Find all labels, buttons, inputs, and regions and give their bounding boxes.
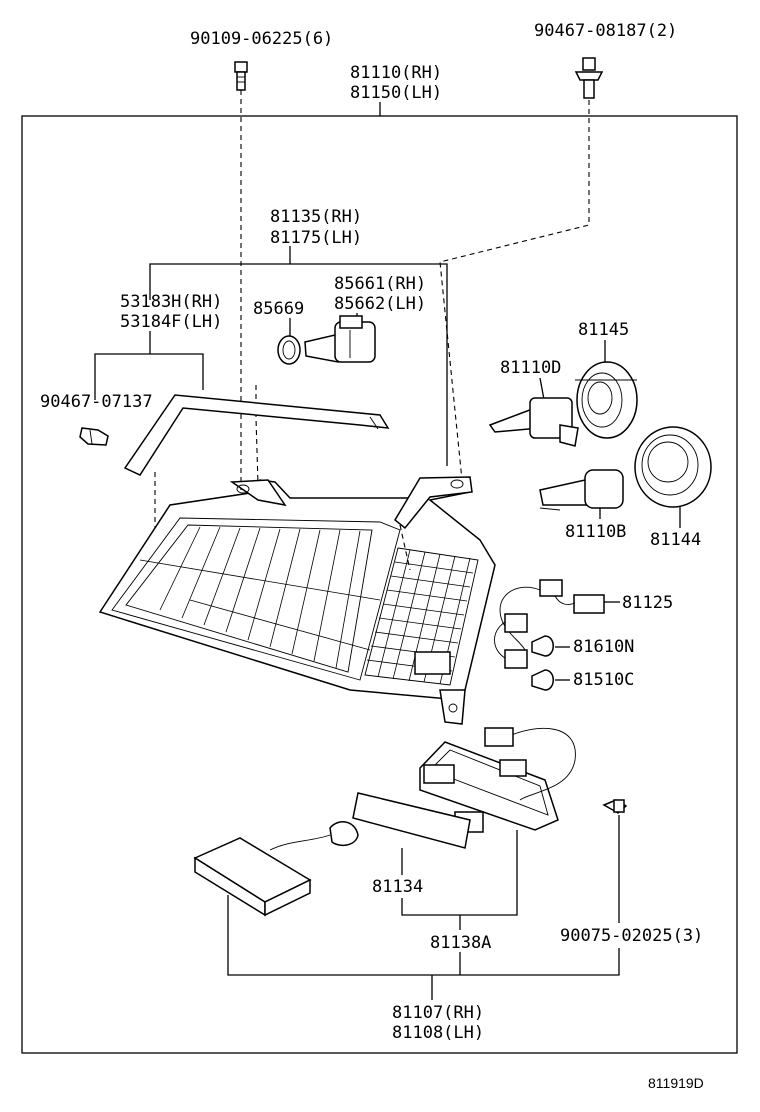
headlamp-housing xyxy=(98,476,496,725)
bracket-rail xyxy=(123,394,390,476)
label-clip: 90467-07137 xyxy=(40,392,153,412)
label-socket-rh: 85661(RH) xyxy=(334,274,426,294)
label-clearance-lamp: 81138A xyxy=(430,933,491,953)
screw-icon xyxy=(234,61,248,91)
label-lens: 81134 xyxy=(372,877,423,897)
label-unit-rh: 81110(RH) xyxy=(350,63,442,83)
label-bulb-lo: 81110B xyxy=(565,522,626,542)
label-bracket-lh: 53184F(LH) xyxy=(120,312,222,332)
wiring-harness xyxy=(494,579,605,669)
label-screw-small: 90075-02025(3) xyxy=(560,926,703,946)
corner-lens xyxy=(364,547,479,686)
label-computer-rh: 81107(RH) xyxy=(392,1003,484,1023)
label-bracket-rh: 53183H(RH) xyxy=(120,292,222,312)
label-bulb-hi: 81110D xyxy=(500,358,561,378)
small-screw-icon xyxy=(602,799,628,814)
label-wiring: 81125 xyxy=(622,593,673,613)
lens-hatching xyxy=(139,526,381,669)
label-gasket: 85669 xyxy=(253,299,304,319)
label-grommet-top: 90467-08187(2) xyxy=(534,21,677,41)
clip-icon xyxy=(79,427,109,446)
label-unit-lh: 81150(LH) xyxy=(350,83,442,103)
label-housing-rh: 81135(RH) xyxy=(270,207,362,227)
bulb-icon xyxy=(488,397,579,447)
label-bulb-marker: 81510C xyxy=(573,670,634,690)
label-screw-top: 90109-06225(6) xyxy=(190,29,333,49)
bulb-low-beam xyxy=(539,469,624,511)
bulb-side-marker xyxy=(531,635,554,691)
grommet-icon xyxy=(574,57,604,99)
bulb-socket xyxy=(304,315,376,363)
clearance-lens xyxy=(352,792,471,849)
label-cover2: 81144 xyxy=(650,530,701,550)
diagram-reference: 811919D xyxy=(648,1075,704,1091)
label-bulb-side: 81610N xyxy=(573,637,634,657)
label-cover: 81145 xyxy=(578,320,629,340)
control-computer xyxy=(193,821,359,917)
gasket-ring xyxy=(277,335,301,365)
cap-cover-small xyxy=(634,426,712,508)
label-computer-lh: 81108(LH) xyxy=(392,1023,484,1043)
label-socket-lh: 85662(LH) xyxy=(334,294,426,314)
label-housing-lh: 81175(LH) xyxy=(270,228,362,248)
cap-cover-large xyxy=(575,361,638,439)
